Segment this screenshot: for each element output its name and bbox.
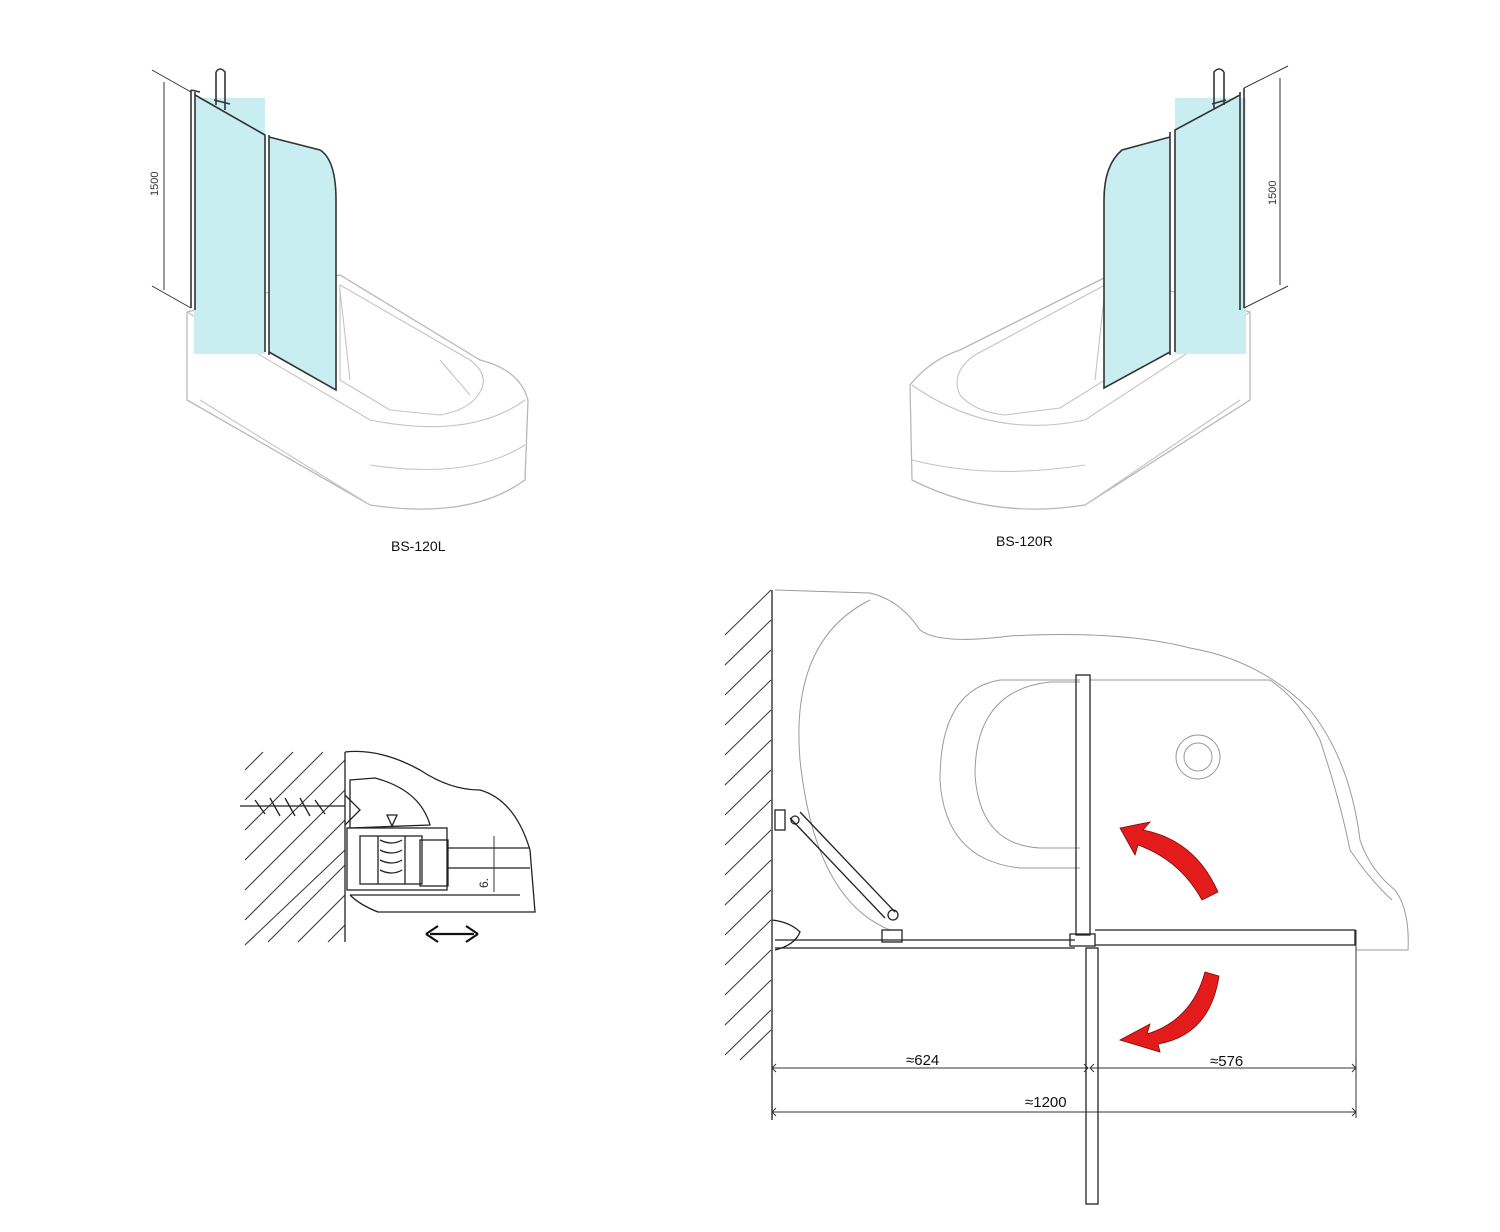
- width-dimensions: ≈624 ≈576 ≈1200: [771, 930, 1357, 1118]
- glass-panel-fixed: [1175, 98, 1246, 354]
- model-label-left: BS-120L: [391, 538, 446, 554]
- glass-panel-swing: [269, 137, 336, 390]
- height-dimension-right: 1500: [1243, 65, 1289, 309]
- swing-arrow-down: [1118, 971, 1220, 1053]
- glass-panel-fixed: [194, 98, 265, 354]
- glass-panel-swing: [1104, 137, 1170, 388]
- dimension-total: ≈1200: [1025, 1094, 1067, 1111]
- height-dimension-left: 1500: [149, 69, 192, 309]
- height-dim-label-left: 1500: [149, 172, 161, 196]
- swing-arrow-up: [1119, 821, 1219, 901]
- profile-dimension-label: 6.: [477, 878, 491, 888]
- profile-section-detail: 6.: [240, 750, 536, 946]
- height-dim-label-right: 1500: [1267, 181, 1279, 205]
- wall-hatching-plan: [724, 589, 773, 1120]
- glass-screen-left: [190, 68, 337, 392]
- isometric-view-right: 1500 BS-120R: [909, 65, 1289, 549]
- dimension-left: ≈624: [906, 1052, 939, 1069]
- bathtub-plan-outline: [774, 589, 1409, 951]
- adjustment-arrow: [425, 925, 479, 943]
- model-label-right: BS-120R: [996, 533, 1053, 549]
- plan-view: ≈624 ≈576 ≈1200: [724, 589, 1409, 1205]
- glass-screen-right: [1103, 68, 1246, 390]
- dimension-right: ≈576: [1210, 1053, 1243, 1070]
- wall-hatching-detail: [244, 751, 346, 946]
- isometric-view-left: 1500 BS-120L: [149, 68, 529, 554]
